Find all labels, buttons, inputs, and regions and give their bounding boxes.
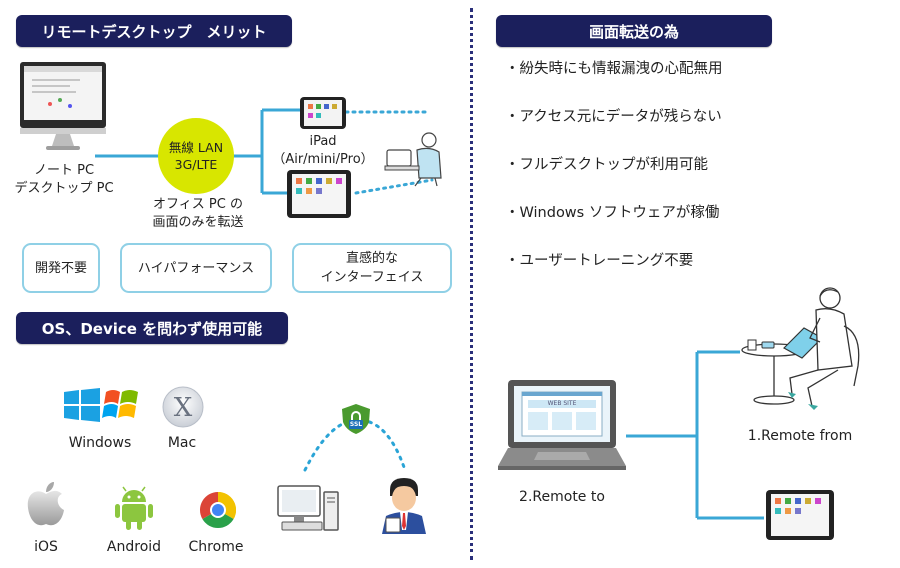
network-3g-lte-label: 3G/LTE	[174, 157, 218, 172]
mac-label: Mac	[167, 435, 197, 451]
panel-divider	[470, 8, 473, 560]
screen-transfer-header: 画面転送の為	[496, 15, 772, 47]
mac-os-x-logo-icon: X	[162, 386, 204, 428]
network-wlan-label: 無線 LAN	[168, 140, 224, 155]
apple-ios-logo-icon	[27, 482, 64, 526]
android-label: Android	[106, 539, 162, 555]
windows-label: Windows	[68, 435, 132, 451]
person-at-cafe-with-laptop-icon	[741, 287, 860, 410]
ipad-small-icon	[300, 97, 346, 129]
ssl-lock-badge: SSL	[340, 404, 372, 434]
merit-item: ・Windows ソフトウェアが稼働	[505, 205, 720, 221]
laptop-screen-title: WEB SITE	[547, 400, 577, 407]
person-with-laptop-icon	[384, 132, 442, 187]
high-performance-pill: ハイパフォーマンス	[120, 243, 272, 293]
ipad-large-icon	[287, 170, 351, 218]
merit-item: ・ユーザートレーニング不要	[505, 253, 694, 269]
ipad-label-line1: iPad	[309, 134, 337, 149]
ssl-secure-connection-arc	[303, 418, 407, 472]
office-caption-line1: オフィス PC の	[153, 197, 243, 212]
network-connector-lines	[95, 108, 434, 195]
chrome-label: Chrome	[188, 539, 244, 555]
office-caption-line2: 画面のみを転送	[152, 215, 244, 230]
remote-desktop-merits-header: リモートデスクトップ メリット	[16, 15, 292, 47]
office-caption: オフィス PC の 画面のみを転送	[148, 196, 248, 232]
windows-classic-logo-icon	[102, 390, 138, 418]
merit-item: ・紛失時にも情報漏洩の心配無用	[505, 61, 723, 77]
notebook-pc-label: ノート PC	[33, 163, 95, 178]
network-bubble: 無線 LAN 3G/LTE	[158, 118, 234, 194]
os-device-header: OS、Device を問わず使用可能	[16, 312, 288, 344]
ssl-label: SSL	[349, 421, 363, 428]
svg-text:X: X	[174, 393, 193, 423]
intuitive-label: 直感的な	[345, 251, 398, 266]
ipad-models-label: （Air/mini/Pro）	[272, 152, 374, 167]
desktop-tower-pc-icon	[277, 485, 339, 531]
businessman-user-icon	[382, 478, 426, 534]
ipad-label: iPad （Air/mini/Pro）	[268, 133, 378, 169]
interface-label: インターフェイス	[320, 270, 424, 285]
remote-to-label: 2.Remote to	[519, 489, 605, 505]
merit-item: ・フルデスクトップが利用可能	[505, 157, 708, 173]
android-logo-icon	[115, 486, 153, 530]
windows-metro-logo-icon	[64, 388, 100, 422]
merit-item: ・アクセス元にデータが残らない	[505, 109, 722, 125]
desktop-pc-label: デスクトップ PC	[14, 181, 114, 196]
remote-to-laptop-icon	[498, 380, 626, 470]
remote-from-label: 1.Remote from	[747, 428, 853, 444]
chrome-logo-icon	[199, 492, 237, 529]
device-pc-label: ノート PC デスクトップ PC	[8, 162, 120, 198]
no-development-pill: 開発不要	[22, 243, 100, 293]
remote-from-tablet-icon	[766, 490, 834, 540]
ios-label: iOS	[34, 539, 58, 555]
desktop-monitor-icon	[20, 62, 106, 150]
intuitive-interface-pill: 直感的な インターフェイス	[292, 243, 452, 293]
